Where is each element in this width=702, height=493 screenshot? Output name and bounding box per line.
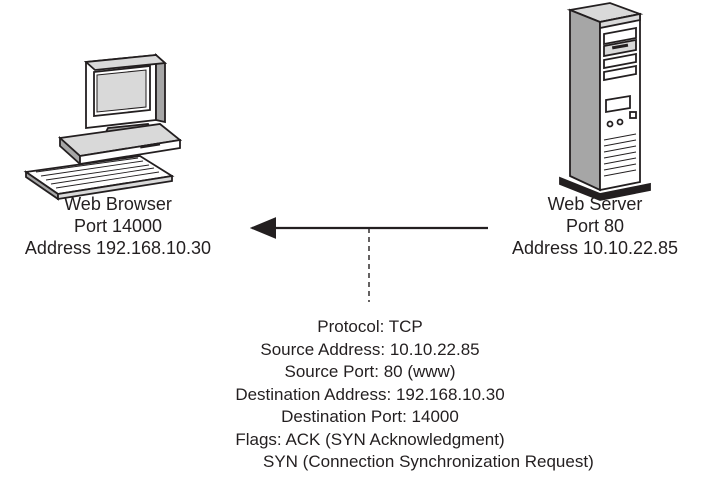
desktop-computer-icon bbox=[23, 52, 183, 201]
server-port: Port 80 bbox=[565, 216, 625, 236]
server-label: Web Server Port 80 Address 10.10.22.85 bbox=[488, 193, 702, 259]
packet-flags-syn: SYN (Connection Synchronization Request) bbox=[263, 452, 594, 471]
client-port: Port 14000 bbox=[73, 216, 163, 236]
client-label: Web Browser Port 14000 Address 192.168.1… bbox=[0, 193, 236, 259]
server-name: Web Server bbox=[547, 194, 643, 214]
packet-flags-ack: Flags: ACK (SYN Acknowledgment) bbox=[235, 429, 505, 449]
client-name: Web Browser bbox=[64, 194, 172, 214]
packet-details: Protocol: TCP Source Address: 10.10.22.8… bbox=[170, 316, 594, 474]
server-address: Address 10.10.22.85 bbox=[511, 238, 679, 258]
packet-destination-address: Destination Address: 192.168.10.30 bbox=[235, 384, 505, 404]
packet-source-port: Source Port: 80 (www) bbox=[284, 362, 456, 381]
packet-destination-port: Destination Port: 14000 bbox=[281, 407, 459, 426]
packet-source-address: Source Address: 10.10.22.85 bbox=[260, 339, 480, 359]
client-address: Address 192.168.10.30 bbox=[24, 238, 212, 258]
packet-protocol: Protocol: TCP bbox=[317, 317, 423, 336]
tower-server-icon bbox=[559, 2, 651, 201]
